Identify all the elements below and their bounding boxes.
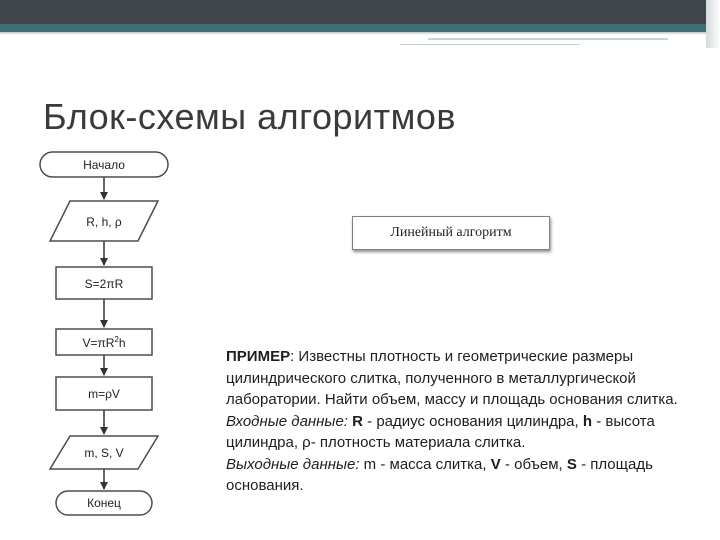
linear-algorithm-label: Линейный алгоритм bbox=[352, 216, 550, 250]
var-m: m bbox=[363, 455, 377, 473]
example-description: ПРИМЕР: Известны плотность и геометричес… bbox=[226, 346, 696, 497]
input-data-label: Входные данные: bbox=[226, 412, 353, 430]
top-decor-bar bbox=[0, 0, 720, 24]
var-R-desc: - радиус основания цилиндра, bbox=[362, 412, 583, 430]
decor-line bbox=[400, 44, 580, 45]
output-data-paragraph: Выходные данные: m - масса слитка, V - о… bbox=[226, 454, 696, 497]
output-label: m, S, V bbox=[84, 446, 123, 460]
output-block bbox=[48, 435, 160, 470]
var-h-desc: - высота цилиндра, ρ- плотность материал… bbox=[226, 412, 655, 452]
decor-line bbox=[428, 38, 668, 40]
decor-shadow bbox=[0, 32, 720, 35]
process-area-label: S=2πR bbox=[85, 277, 124, 291]
start-label: Начало bbox=[83, 158, 125, 172]
output-data-label: Выходные данные: bbox=[226, 455, 364, 473]
var-S-desc: - площадь основания. bbox=[226, 455, 653, 495]
input-data-paragraph: Входные данные: R - радиус основания цил… bbox=[226, 411, 696, 454]
var-V: V bbox=[490, 455, 501, 473]
start-terminator bbox=[39, 151, 169, 178]
corner-decor bbox=[706, 0, 720, 48]
page-title: Блок-схемы алгоритмов bbox=[43, 96, 457, 137]
end-label: Конец bbox=[87, 496, 121, 510]
example-text: : Известны плотность и геометрические ра… bbox=[226, 348, 678, 408]
process-mass-label: m=ρV bbox=[88, 387, 120, 401]
process-area bbox=[55, 266, 153, 300]
var-V-desc: - объем, bbox=[500, 455, 567, 473]
var-R: R bbox=[352, 412, 363, 430]
end-terminator bbox=[55, 490, 153, 516]
input-label: R, h, ρ bbox=[86, 215, 122, 229]
var-m-desc: - масса слитка, bbox=[376, 455, 491, 473]
accent-decor-bar bbox=[0, 24, 720, 32]
process-volume bbox=[55, 328, 153, 356]
example-label: ПРИМЕР bbox=[226, 348, 291, 365]
process-volume-label: V=πR2h bbox=[82, 335, 125, 350]
var-S: S bbox=[566, 455, 577, 473]
input-block bbox=[48, 200, 160, 242]
process-mass bbox=[55, 376, 153, 411]
var-h: h bbox=[582, 412, 593, 430]
example-paragraph: ПРИМЕР: Известны плотность и геометричес… bbox=[226, 346, 696, 411]
